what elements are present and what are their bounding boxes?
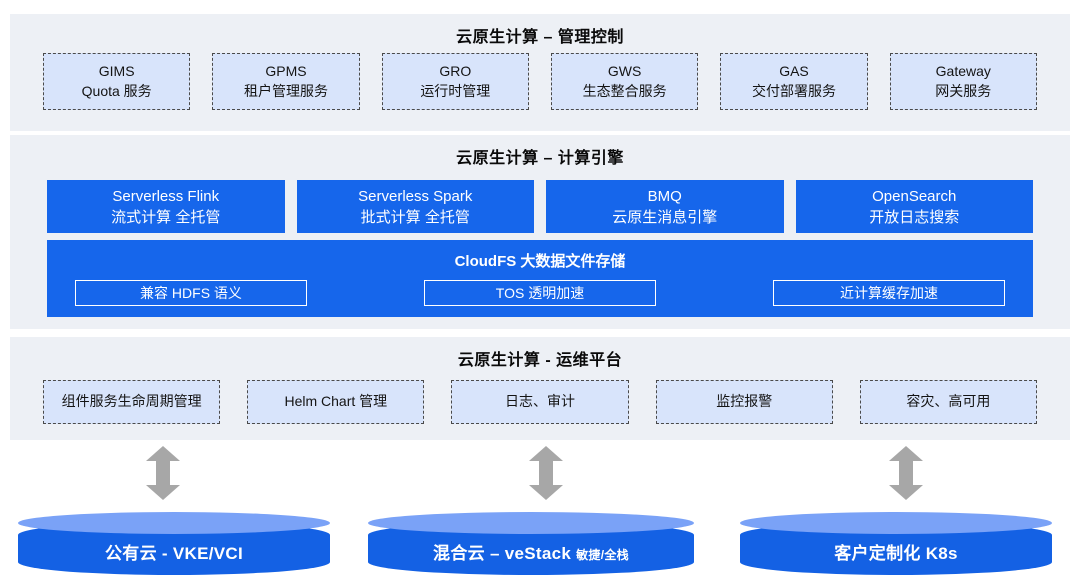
- service-box-gws: GWS 生态整合服务: [550, 53, 699, 110]
- panel-compute-engine: 云原生计算 – 计算引擎 Serverless Flink 流式计算 全托管 S…: [10, 135, 1070, 329]
- ops-box-log-audit: 日志、审计: [451, 380, 629, 424]
- arrow-head-down: [146, 485, 180, 500]
- arrow-head-up: [146, 446, 180, 461]
- service-box-gims: GIMS Quota 服务: [43, 53, 191, 110]
- service-desc: 交付部署服务: [751, 82, 836, 99]
- service-name: GRO: [439, 62, 472, 79]
- service-box-gro: GRO 运行时管理: [381, 53, 529, 110]
- cloudfs-feature-cache: 近计算缓存加速: [773, 280, 1005, 306]
- engine-name: Serverless Flink: [112, 187, 220, 205]
- deployment-suffix: 敏捷/全栈: [576, 548, 629, 562]
- service-name: GIMS: [98, 62, 135, 79]
- cylinder-top-ellipse: [368, 512, 694, 534]
- cloudfs-storage-bar: CloudFS 大数据文件存储 兼容 HDFS 语义 TOS 透明加速 近计算缓…: [47, 240, 1033, 317]
- deployment-cylinder-custom-k8s: 客户定制化 K8s: [740, 512, 1052, 575]
- engine-desc: 流式计算 全托管: [111, 208, 221, 226]
- ops-box-lifecycle: 组件服务生命周期管理: [43, 380, 221, 424]
- management-service-row: GIMS Quota 服务 GPMS 租户管理服务 GRO 运行时管理 GWS …: [43, 53, 1037, 110]
- arrow-head-down: [529, 485, 563, 500]
- arrow-shaft: [899, 458, 913, 488]
- service-desc: Quota 服务: [81, 82, 152, 99]
- arrow-head-down: [889, 485, 923, 500]
- deployment-name: 混合云 – veStack: [433, 544, 572, 563]
- engine-row: Serverless Flink 流式计算 全托管 Serverless Spa…: [47, 180, 1033, 233]
- service-box-gpms: GPMS 租户管理服务: [212, 53, 360, 110]
- cloudfs-title: CloudFS 大数据文件存储: [454, 253, 626, 270]
- ops-box-helm: Helm Chart 管理: [247, 380, 425, 424]
- up-down-arrow-icon: [889, 446, 923, 500]
- service-name: GAS: [779, 62, 809, 79]
- deployment-cylinder-hybrid-cloud: 混合云 – veStack 敏捷/全栈: [368, 512, 694, 575]
- arrow-head-up: [529, 446, 563, 461]
- up-down-arrow-icon: [146, 446, 180, 500]
- service-name: Gateway: [935, 62, 991, 79]
- ops-box-monitoring: 监控报警: [655, 380, 833, 424]
- deployment-cylinder-public-cloud: 公有云 - VKE/VCI: [18, 512, 330, 575]
- panel-management-control: 云原生计算 – 管理控制 GIMS Quota 服务 GPMS 租户管理服务 G…: [10, 14, 1070, 131]
- section-title-engine: 云原生计算 – 计算引擎: [456, 150, 624, 167]
- engine-desc: 批式计算 全托管: [360, 208, 470, 226]
- service-box-gas: GAS 交付部署服务: [720, 53, 868, 110]
- engine-box-flink: Serverless Flink 流式计算 全托管: [47, 180, 285, 233]
- engine-desc: 云原生消息引擎: [612, 208, 718, 226]
- ops-row: 组件服务生命周期管理 Helm Chart 管理 日志、审计 监控报警 容灾、高…: [43, 380, 1038, 424]
- deployment-label: 客户定制化 K8s: [740, 539, 1052, 564]
- deployment-label: 公有云 - VKE/VCI: [18, 539, 330, 564]
- arrow-shaft: [539, 458, 553, 488]
- engine-name: OpenSearch: [872, 187, 957, 205]
- service-name: GWS: [607, 62, 642, 79]
- engine-box-opensearch: OpenSearch 开放日志搜索: [795, 180, 1033, 233]
- service-desc: 网关服务: [935, 82, 992, 99]
- engine-name: BMQ: [647, 187, 682, 205]
- service-desc: 租户管理服务: [243, 82, 328, 99]
- ops-box-dr-ha: 容灾、高可用: [859, 380, 1038, 424]
- cloudfs-feature-row: 兼容 HDFS 语义 TOS 透明加速 近计算缓存加速: [75, 280, 1005, 306]
- arrow-head-up: [889, 446, 923, 461]
- section-title-ops: 云原生计算 - 运维平台: [457, 352, 623, 369]
- service-desc: 运行时管理: [420, 82, 491, 99]
- deployment-label: 混合云 – veStack 敏捷/全栈: [368, 539, 694, 564]
- up-down-arrow-icon: [529, 446, 563, 500]
- service-box-gateway: Gateway 网关服务: [889, 53, 1037, 110]
- cloudfs-feature-hdfs: 兼容 HDFS 语义: [75, 280, 307, 306]
- engine-box-bmq: BMQ 云原生消息引擎: [546, 180, 784, 233]
- engine-box-spark: Serverless Spark 批式计算 全托管: [296, 180, 534, 233]
- cloudfs-feature-tos: TOS 透明加速: [424, 280, 656, 306]
- deployment-name: 客户定制化 K8s: [834, 544, 958, 563]
- section-title-management: 云原生计算 – 管理控制: [456, 29, 624, 46]
- engine-name: Serverless Spark: [358, 187, 473, 205]
- service-desc: 生态整合服务: [582, 82, 667, 99]
- panel-ops-platform: 云原生计算 - 运维平台 组件服务生命周期管理 Helm Chart 管理 日志…: [10, 337, 1070, 440]
- arrow-shaft: [156, 458, 170, 488]
- engine-desc: 开放日志搜索: [869, 208, 960, 226]
- deployment-name: 公有云 - VKE/VCI: [104, 544, 244, 563]
- cylinder-top-ellipse: [18, 512, 330, 534]
- cylinder-top-ellipse: [740, 512, 1052, 534]
- service-name: GPMS: [265, 62, 307, 79]
